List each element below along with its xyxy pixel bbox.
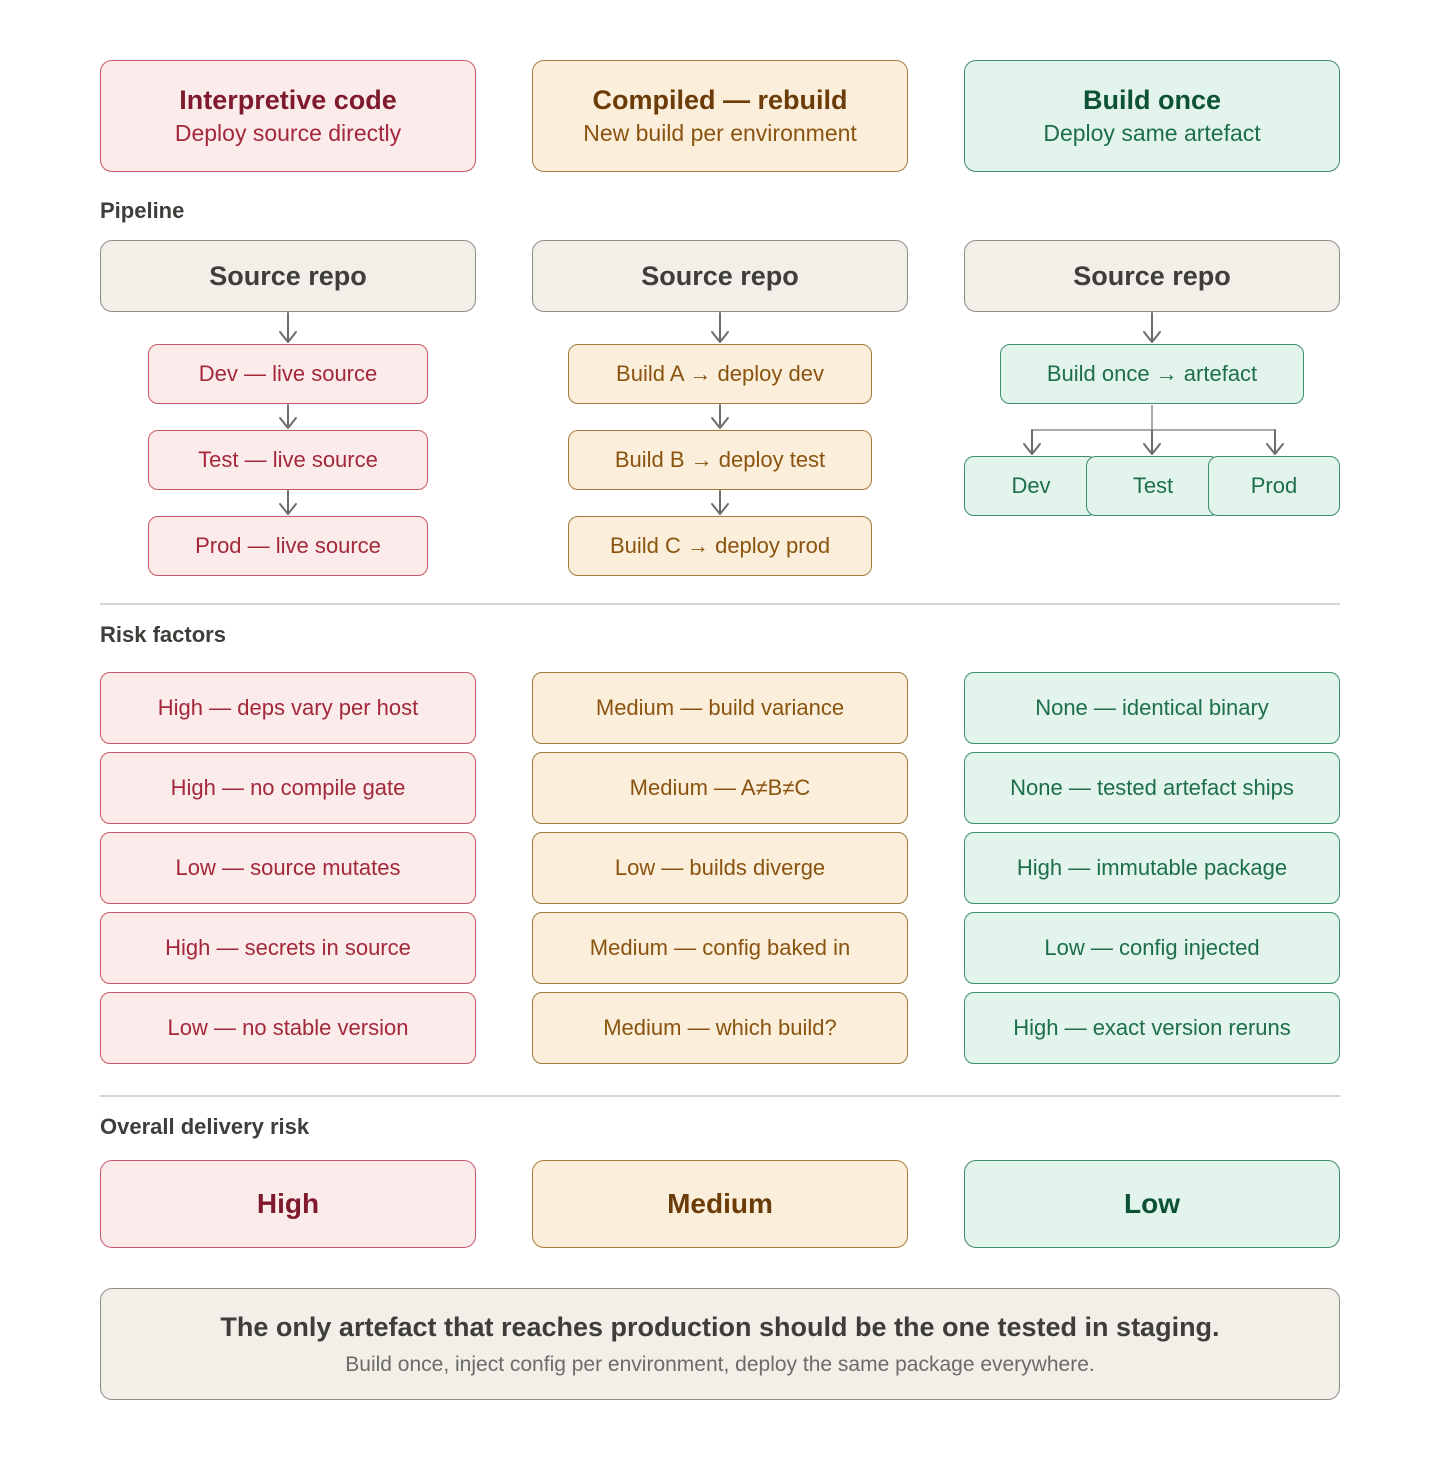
pipeline-step-dev: Dev — live source (148, 344, 428, 404)
section-risk-factors: Risk factors (100, 622, 226, 647)
divider (100, 603, 1340, 605)
risk-factor: Low — config injected (964, 912, 1340, 984)
header-compiled: Compiled — rebuild New build per environ… (532, 60, 908, 172)
risk-factor: High — exact version reruns (964, 992, 1340, 1064)
header-build-once: Build once Deploy same artefact (964, 60, 1340, 172)
header-title: Compiled — rebuild (592, 85, 848, 115)
arrow (1143, 312, 1161, 343)
pipeline-step-build-once: Build once → artefact (1000, 344, 1304, 404)
overall-risk-compiled: Medium (532, 1160, 908, 1248)
env-dev: Dev (964, 456, 1098, 516)
arrow (1143, 429, 1161, 455)
pipeline-step-prod: Prod — live source (148, 516, 428, 576)
header-title: Build once (1082, 85, 1221, 115)
header-interpretive: Interpretive code Deploy source directly (100, 60, 476, 172)
risk-factor: High — secrets in source (100, 912, 476, 984)
summary-callout: The only artefact that reaches productio… (100, 1288, 1340, 1400)
section-overall: Overall delivery risk (100, 1114, 310, 1139)
pipeline-step-test: Test — live source (148, 430, 428, 490)
header-subtitle: Deploy same artefact (1043, 120, 1261, 146)
risk-factor: Medium — build variance (532, 672, 908, 744)
fanout-line (1032, 405, 1275, 431)
arrow (279, 490, 297, 515)
source-repo-3: Source repo (964, 240, 1340, 312)
risk-factor: Low — no stable version (100, 992, 476, 1064)
env-test: Test (1086, 456, 1220, 516)
risk-factor: None — identical binary (964, 672, 1340, 744)
arrow (711, 490, 729, 515)
risk-factor: Medium — A≠B≠C (532, 752, 908, 824)
arrow (711, 312, 729, 343)
overall-risk-build-once: Low (964, 1160, 1340, 1248)
arrow (1266, 429, 1284, 455)
risk-factor: None — tested artefact ships (964, 752, 1340, 824)
risk-factor: High — immutable package (964, 832, 1340, 904)
header-subtitle: New build per environment (583, 120, 857, 146)
header-subtitle: Deploy source directly (174, 120, 402, 146)
source-repo-2: Source repo (532, 240, 908, 312)
divider (100, 1095, 1340, 1097)
arrow (711, 404, 729, 429)
header-title: Interpretive code (179, 85, 397, 115)
risk-factor: Medium — config baked in (532, 912, 908, 984)
pipeline-step-build-b: Build B → deploy test (568, 430, 872, 490)
env-prod: Prod (1208, 456, 1340, 516)
risk-factor: Medium — which build? (532, 992, 908, 1064)
arrow (279, 404, 297, 429)
overall-risk-interpretive: High (100, 1160, 476, 1248)
section-pipeline: Pipeline (100, 198, 185, 223)
risk-factor: High — no compile gate (100, 752, 476, 824)
source-repo-1: Source repo (100, 240, 476, 312)
risk-factor: Low — source mutates (100, 832, 476, 904)
arrow (279, 312, 297, 343)
risk-factor: High — deps vary per host (100, 672, 476, 744)
pipeline-step-build-a: Build A → deploy dev (568, 344, 872, 404)
summary-subtitle: Build once, inject config per environmen… (345, 1352, 1095, 1376)
arrow (1023, 429, 1041, 455)
pipeline-step-build-c: Build C → deploy prod (568, 516, 872, 576)
summary-title: The only artefact that reaches productio… (220, 1311, 1220, 1342)
risk-factor: Low — builds diverge (532, 832, 908, 904)
